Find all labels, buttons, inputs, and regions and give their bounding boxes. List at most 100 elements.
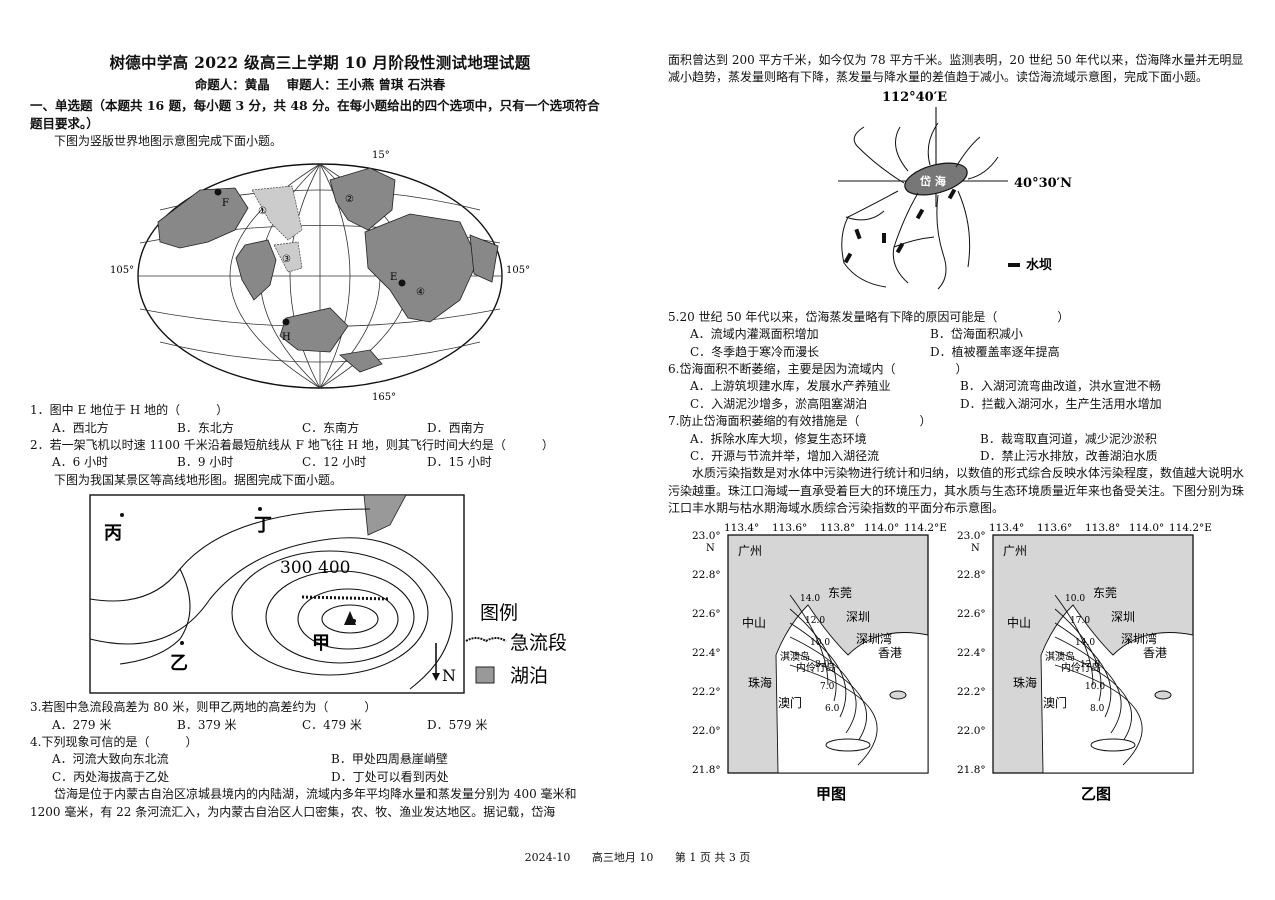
map-yi-lon-label: 114.0° [1129, 522, 1164, 534]
map-jia-place-label: 深圳 [846, 610, 870, 624]
q5-option-b[interactable]: B．岱海面积减小 [930, 327, 1023, 342]
footer-page: 第 1 页 共 3 页 [674, 851, 751, 864]
q5-option-c[interactable]: C．冬季趋于寒冷而漫长 [690, 344, 820, 359]
map-jia-island [825, 738, 871, 752]
map-jia-contour-label: 6.0 [825, 704, 840, 714]
q7-option-d[interactable]: D．禁止污水排放，改善湖泊水质 [980, 448, 1158, 463]
zone-4: ④ [416, 287, 425, 298]
q1-option-a[interactable]: A．西北方 [52, 420, 109, 435]
map-yi-contour-label: 14.0 [1075, 638, 1095, 648]
question-4-options-row1: A．河流大致向东北流 B．甲处四周悬崖峭壁 [30, 751, 610, 768]
q1-option-c[interactable]: C．东南方 [302, 420, 360, 435]
q4-option-c[interactable]: C．丙处海拔高于乙处 [52, 769, 170, 784]
label-yi: 乙 [170, 653, 188, 674]
page-footer: 2024-10 高三地月 10 第 1 页 共 3 页 [0, 850, 1275, 866]
map-yi-place-label: 中山 [1007, 615, 1031, 630]
label-jia: 甲 [312, 633, 330, 654]
point-F: F [222, 198, 229, 209]
q3-option-b[interactable]: B．379 米 [177, 717, 237, 732]
q6-option-d[interactable]: D．拦截入湖河水，生产生活用水增加 [960, 396, 1162, 411]
map-jia-contour-line [789, 665, 878, 766]
q4-option-a[interactable]: A．河流大致向东北流 [52, 752, 169, 767]
contour-map-svg: 丙 丁 乙 甲 300 400 图例 急流段 湖泊 N [89, 494, 567, 694]
map-yi-place-label: 澳门 [1043, 695, 1067, 710]
map-jia-north-label: N [706, 543, 715, 554]
map-yi-lon-label: 113.8° [1085, 522, 1120, 534]
authors-line: 命题人：黄晶 审题人：王小燕 曾琪 石洪春 [194, 77, 446, 93]
q7-option-c[interactable]: C．开源与节流并举，增加入湖径流 [690, 448, 880, 463]
paragraph-daihai-part2: 面积曾达到 200 平方千米，如今仅为 78 平方千米。监测表明，20 世纪 5… [668, 53, 1244, 85]
q3-option-a[interactable]: A．279 米 [52, 717, 112, 732]
q1-option-d[interactable]: D．西南方 [427, 420, 485, 435]
label-lon: 112°40′E [882, 90, 947, 105]
question-5-options-row1: A．流域内灌溉面积增加 B．岱海面积减小 [668, 326, 1253, 343]
map-yi-contour-line [1054, 595, 1094, 686]
map-yi-island [1090, 738, 1136, 752]
map-jia-contour-line [789, 595, 829, 686]
question-1-stem: 1．图中 E 地位于 H 地的（ ） [30, 403, 229, 418]
map-yi-place-label: 广州 [1003, 544, 1027, 558]
zone-3: ③ [282, 254, 291, 265]
map-jia-contour-line [789, 651, 868, 750]
map-jia-contour-label: 10.0 [810, 638, 830, 648]
question-3-options: A．279 米 B．379 米 C．479 米 D．579 米 [30, 717, 610, 734]
q2-option-a[interactable]: A．6 小时 [52, 455, 109, 470]
q3-option-c[interactable]: C．479 米 [302, 717, 362, 732]
map-jia-contour-label: 7.0 [820, 682, 835, 692]
q5-option-a[interactable]: A．流域内灌溉面积增加 [690, 327, 819, 342]
q7-option-b[interactable]: B．裁弯取直河道，减少泥沙淤积 [980, 431, 1157, 446]
map-jia-island [889, 690, 907, 700]
q7-option-a[interactable]: A．拆除水库大坝，修复生态环境 [690, 431, 867, 446]
map-jia-place-label: 香港 [878, 646, 902, 660]
map-jia-lat-label: 22.8° [692, 569, 721, 581]
question-6-options-row1: A．上游筑坝建水库，发展水产养殖业 B．入湖河流弯曲改道，洪水宣泄不畅 [668, 378, 1253, 395]
map-yi-lat-label: 22.8° [957, 569, 986, 581]
map-yi-contour-label: 10.0 [1065, 594, 1085, 604]
map-jia-lat-label: 22.0° [692, 725, 721, 737]
q6-option-c[interactable]: C．入湖泥沙增多，淤高阻塞湖泊 [690, 396, 868, 411]
label-daihai-lake: 岱 海 [919, 174, 946, 188]
legend-title: 图例 [480, 602, 518, 624]
q5-option-d[interactable]: D．植被覆盖率逐年提高 [930, 344, 1060, 359]
q1-option-b[interactable]: B．东北方 [177, 420, 234, 435]
map-yi-lat-label: 22.6° [957, 608, 986, 620]
right-column: 面积曾达到 200 平方千米，如今仅为 78 平方千米。监测表明，20 世纪 5… [668, 0, 1253, 805]
label-105deg-right: 105° [506, 265, 530, 276]
zone-2: ② [345, 194, 354, 205]
question-7-options-row1: A．拆除水库大坝，修复生态环境 B．裁弯取直河道，减少泥沙淤积 [668, 431, 1253, 448]
map-jia-place-label: 深圳湾 [856, 631, 892, 646]
map-yi-lat-label: 22.2° [957, 686, 986, 698]
map-jia-lon-label: 113.6° [772, 522, 807, 534]
map-yi-lat-label: 22.0° [957, 725, 986, 737]
q4-option-b[interactable]: B．甲处四周悬崖峭壁 [331, 752, 448, 767]
map-yi-lon-label: 114.2°E [1169, 522, 1212, 534]
map-jia-place-label: 澳门 [778, 695, 802, 710]
q6-option-b[interactable]: B．入湖河流弯曲改道，洪水宣泄不畅 [960, 379, 1161, 394]
prd-maps-svg: 14.012.010.08.07.06.0113.4°113.6°113.8°1… [692, 522, 1212, 803]
map-jia-place-label: 广州 [738, 544, 762, 558]
page-title: 树德中学高 2022 级高三上学期 10 月阶段性测试地理试题 [109, 53, 531, 72]
question-7-stem: 7.防止岱海面积萎缩的有效措施是（ ） [668, 414, 932, 429]
map-yi-north-label: N [971, 543, 980, 554]
world-map-svg: F H E ① ② ③ ④ 15° 165° 105° 105° [110, 150, 530, 403]
q2-option-c[interactable]: C．12 小时 [302, 455, 367, 470]
q4-option-d[interactable]: D．丁处可以看到丙处 [331, 769, 449, 784]
contour-300: 300 [280, 558, 312, 578]
q3-option-d[interactable]: D．579 米 [427, 717, 488, 732]
label-105deg-left: 105° [110, 265, 134, 276]
question-6-stem: 6.岱海面积不断萎缩，主要是因为流域内（ ） [668, 361, 968, 376]
legend-rapid: 急流段 [510, 632, 567, 654]
map-jia-contour-line [789, 637, 857, 734]
map-yi-contour-label: 17.0 [1070, 616, 1090, 626]
q2-option-b[interactable]: B．9 小时 [177, 455, 234, 470]
map-jia-lat-label: 22.4° [692, 647, 721, 659]
left-column: 树德中学高 2022 级高三上学期 10 月阶段性测试地理试题 命题人：黄晶 审… [30, 0, 610, 821]
question-4-options-row2: C．丙处海拔高于乙处 D．丁处可以看到丙处 [30, 769, 610, 786]
question-4-stem: 4.下列现象可信的是（ ） [30, 734, 198, 749]
map-yi-caption: 乙图 [1081, 785, 1111, 803]
map-yi-place-label: 淇澳岛 [1045, 650, 1075, 663]
q6-option-a[interactable]: A．上游筑坝建水库，发展水产养殖业 [690, 379, 891, 394]
map-yi-island [1154, 690, 1172, 700]
q2-option-d[interactable]: D．15 小时 [427, 455, 492, 470]
